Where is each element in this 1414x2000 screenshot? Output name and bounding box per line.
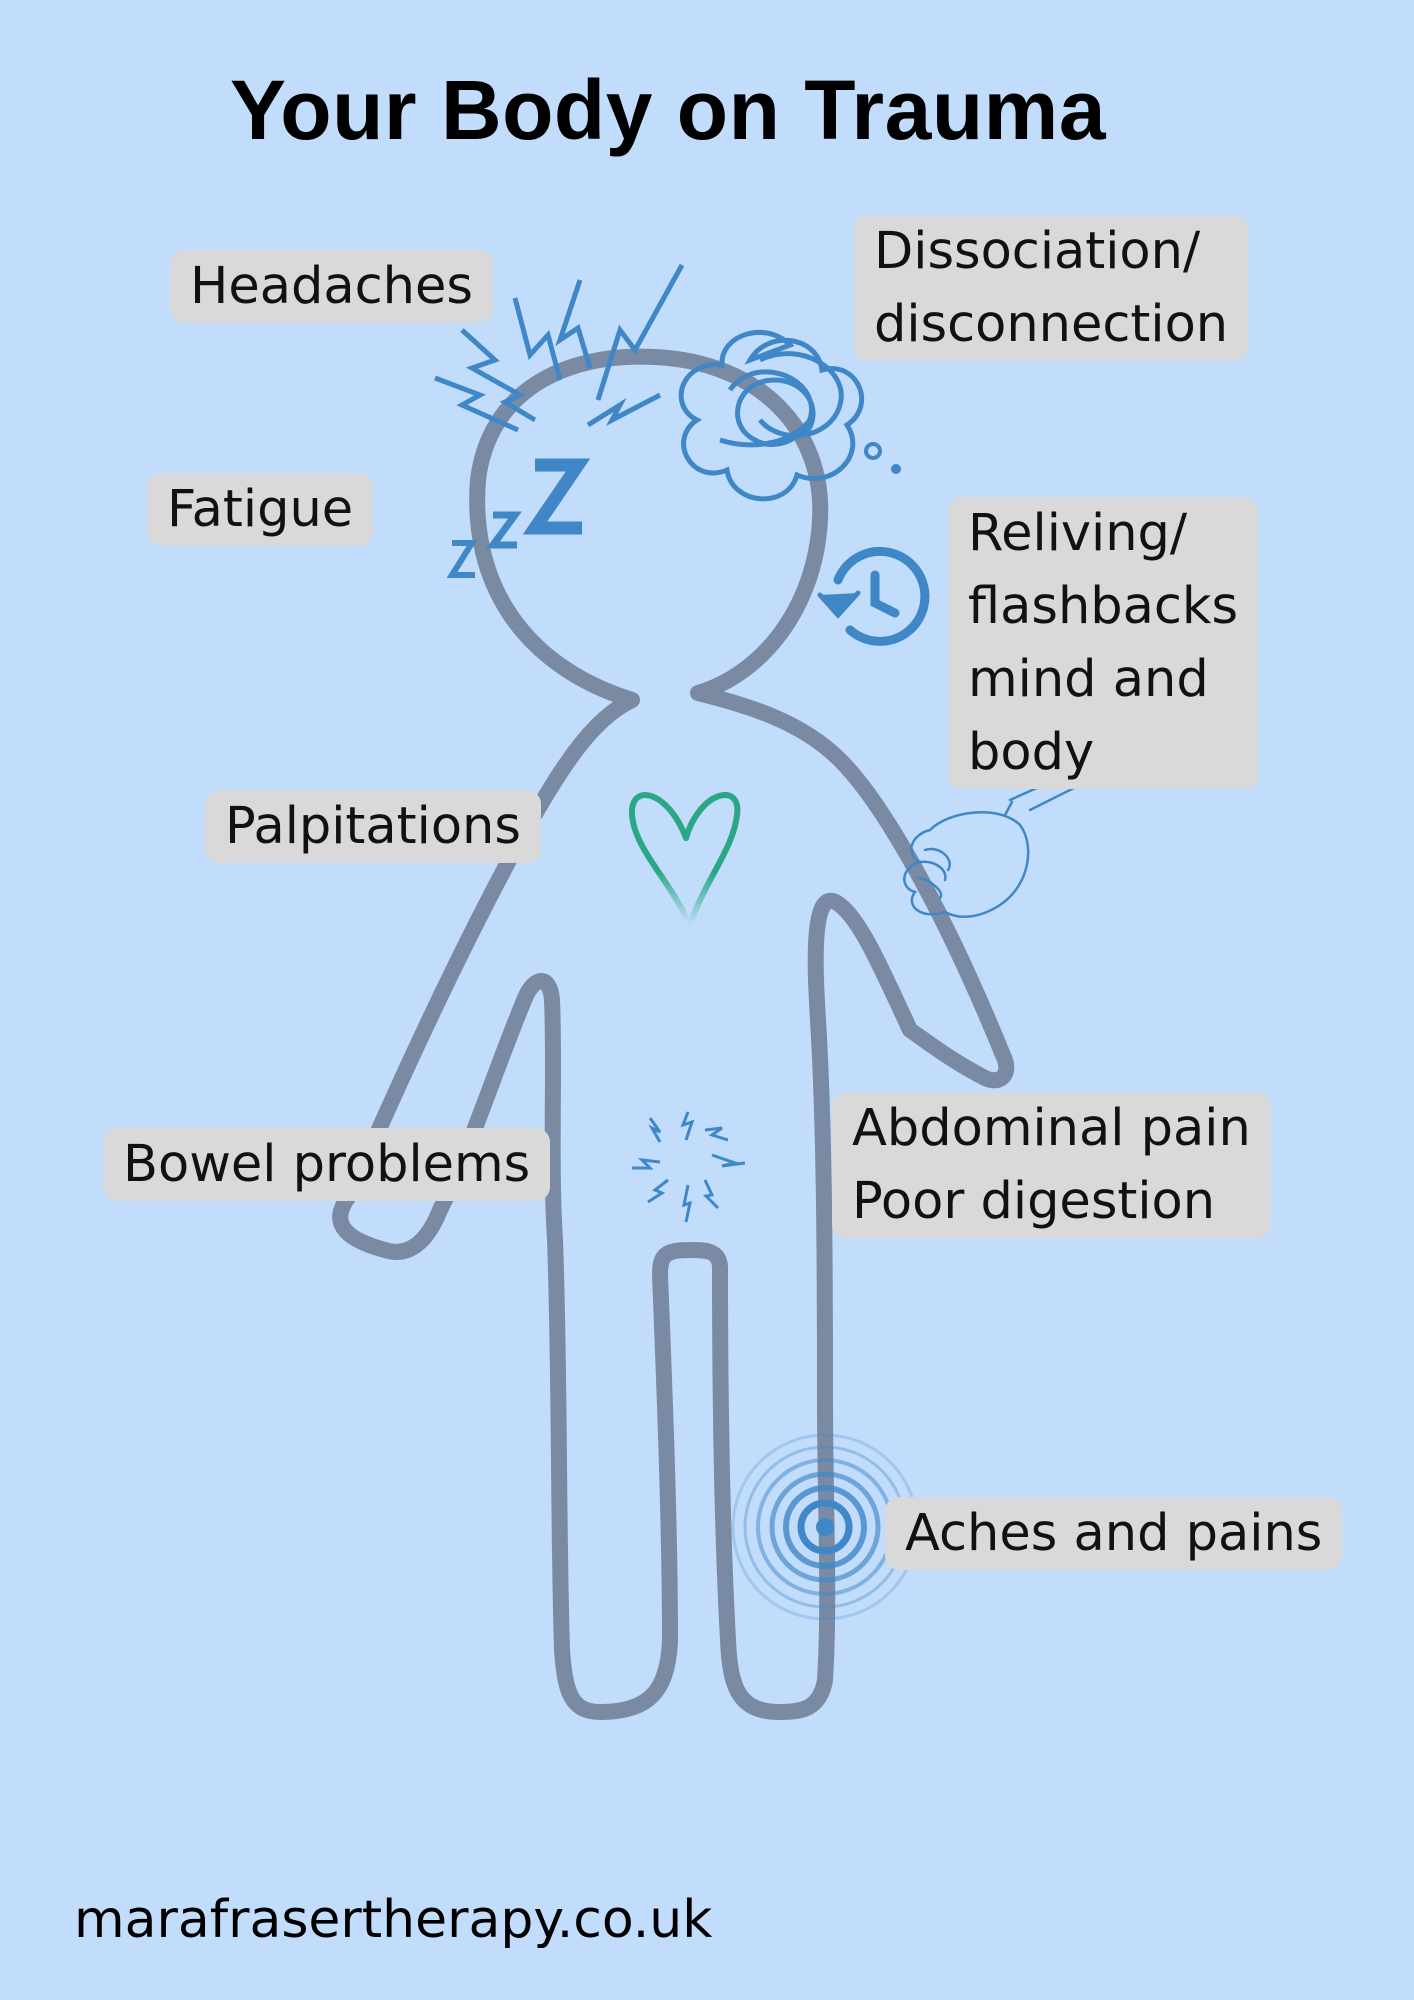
label-text: Dissociation/ bbox=[874, 222, 1201, 281]
label-text: Poor digestion bbox=[852, 1172, 1216, 1231]
sleep-z-icon bbox=[446, 458, 591, 578]
heart-icon bbox=[628, 792, 741, 928]
label-abdominal: Abdominal pain Poor digestion bbox=[832, 1092, 1271, 1238]
lightning-icon bbox=[434, 263, 685, 433]
pain-burst-icon bbox=[632, 1111, 746, 1223]
label-headaches: Headaches bbox=[170, 250, 493, 323]
label-text: Bowel problems bbox=[123, 1135, 531, 1194]
label-text: flashbacks bbox=[968, 577, 1239, 636]
label-reliving: Reliving/ flashbacks mind and body bbox=[948, 497, 1259, 789]
label-fatigue: Fatigue bbox=[147, 473, 374, 546]
label-bowel-problems: Bowel problems bbox=[103, 1128, 551, 1201]
page-title: Your Body on Trauma bbox=[230, 63, 1107, 157]
label-text: Headaches bbox=[190, 257, 473, 316]
label-text: Reliving/ bbox=[968, 504, 1188, 563]
label-text: mind and bbox=[968, 650, 1209, 709]
label-text: Palpitations bbox=[225, 797, 521, 856]
history-clock-icon bbox=[817, 546, 930, 646]
label-palpitations: Palpitations bbox=[205, 790, 541, 863]
label-aches: Aches and pains bbox=[885, 1497, 1343, 1570]
scribble-icon bbox=[678, 329, 865, 502]
label-text: body bbox=[968, 723, 1095, 782]
website-url: marafrasertherapy.co.uk bbox=[74, 1890, 713, 1950]
label-text: Abdominal pain bbox=[852, 1099, 1251, 1158]
label-text: Fatigue bbox=[167, 480, 354, 539]
body-outline bbox=[332, 348, 1015, 1720]
target-rings-icon bbox=[731, 1433, 919, 1621]
label-text: Aches and pains bbox=[905, 1504, 1323, 1563]
label-dissociation: Dissociation/ disconnection bbox=[854, 215, 1249, 361]
label-text: disconnection bbox=[874, 295, 1229, 354]
